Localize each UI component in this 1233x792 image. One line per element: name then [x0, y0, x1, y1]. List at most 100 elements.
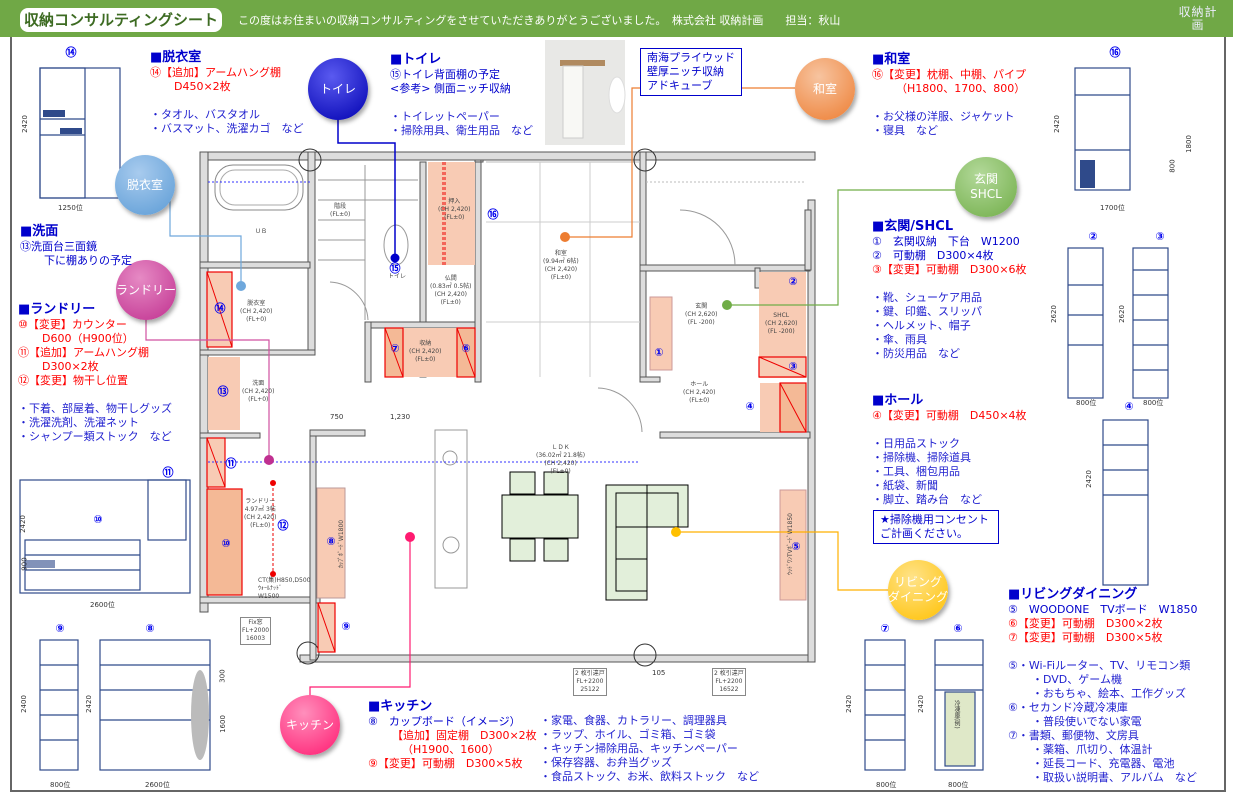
room-shuno: 収納 (CH 2,420) (FL±0): [409, 340, 442, 363]
marker-6: ⑥: [461, 342, 471, 355]
window-sliding-2: 2 枚引違戸 FL+2200 16522: [712, 668, 746, 696]
elevation-16-width: 1700位: [1100, 204, 1125, 212]
elevation-16-height2: 1800: [1184, 135, 1193, 153]
elevation-6-width: 800位: [948, 781, 969, 789]
elevation-8-height3: 1600: [218, 715, 227, 733]
wall-right: [807, 199, 816, 663]
storage-item: ⑤・Wi-Fiルーター、TV、リモコン類: [1008, 659, 1191, 672]
section-heading: ■キッチン: [368, 699, 433, 714]
section-heading: ■玄関/SHCL: [872, 219, 954, 234]
marker-2: ②: [788, 275, 798, 288]
storage-item: ・おもちゃ、絵本、工作グッズ: [1032, 687, 1186, 700]
section-line: ⑮トイレ背面棚の予定: [390, 68, 500, 81]
storage-item: ・防災用品 など: [872, 347, 960, 360]
section-line: [872, 96, 1026, 110]
elevation-2-height: 2620: [1049, 305, 1058, 323]
section-line: ④【変更】可動棚 D450×4枚: [872, 409, 1027, 422]
room-butsuma: 仏間 (0.83㎡ 0.5帖) (CH 2,420) (FL±0): [430, 275, 472, 306]
storage-item: ⑥・セカンド冷蔵冷凍庫: [1008, 701, 1128, 714]
section-line: ② 可動棚 D300×4枚: [872, 249, 994, 262]
storage-item: ・シャンプー類ストック など: [18, 430, 172, 443]
section-line: ⑯【変更】枕棚、中棚、パイプ: [872, 68, 1026, 81]
company-logo: 収納計画: [1178, 5, 1218, 32]
room-genkan: 玄関 (CH 2,620) (FL -200): [685, 303, 718, 326]
bubble-datsuijo: 脱衣室: [115, 155, 175, 215]
bubble-laundry: ランドリー: [116, 260, 176, 320]
window-fix: Fix窓 FL+2000 16003: [240, 617, 272, 645]
section-line: （H1900、1600）: [402, 743, 500, 756]
note-line: 壁厚ニッチ収納: [647, 65, 724, 78]
chair: [509, 538, 536, 562]
storage-item: ・バスマット、洗濯カゴ など: [150, 122, 304, 135]
section-heading: ■和室: [872, 52, 911, 67]
section-line: ③【変更】可動棚 D300×6枚: [872, 263, 1027, 276]
section-kitchen-items: ・家電、食器、カトラリー、調理器具・ラップ、ホイル、ゴミ箱、ゴミ袋・キッチン掃除…: [540, 714, 759, 784]
elevation-14-height: 2420: [20, 115, 29, 133]
section-line: ⑬洗面台三面鏡: [20, 240, 97, 253]
storage-oshiire: [428, 162, 475, 265]
note-line: ご計画ください。: [880, 527, 968, 540]
elevation-10-11: [19, 479, 191, 594]
wall-bottom: [299, 654, 816, 663]
storage-item: ・延長コード、充電器、電池: [1032, 757, 1175, 770]
room-toilet: トイレ: [388, 273, 407, 280]
marker-9: ⑨: [341, 620, 351, 633]
storage-item: ・キッチン掃除用品、キッチンペーパー: [540, 742, 738, 755]
storage-item: ・ラップ、ホイル、ゴミ箱、ゴミ袋: [540, 728, 716, 741]
section-heading: ■トイレ: [390, 52, 442, 67]
elevation-2-label: ②: [1088, 230, 1098, 243]
elevation-6-fridge: 冷凍庫(例): [953, 700, 960, 729]
dimension-750: 750: [330, 413, 344, 421]
marker-12: ⑫: [277, 519, 289, 532]
elevation-8-height: 2420: [84, 695, 93, 713]
datsuijo-leader: [169, 200, 242, 286]
chair: [509, 471, 536, 495]
storage-shuno: [403, 328, 457, 377]
storage-item: ・掃除機、掃除道具: [872, 451, 971, 464]
bubble-washitsu: 和室: [795, 58, 855, 120]
storage-item: ・洗濯洗剤、洗濯ネット: [18, 416, 139, 429]
tv-board-label: ｳｯﾄﾞﾜﾝTVﾎﾞｰﾄﾞW1850: [786, 513, 794, 575]
elevation-9-height: 2400: [19, 695, 28, 713]
marker-5: ⑤: [791, 540, 801, 553]
marker-11: ⑪: [225, 457, 237, 470]
marker-14: ⑭: [214, 302, 226, 315]
section-heading: ■脱衣室: [150, 50, 202, 65]
elevation-16-label: ⑯: [1109, 46, 1121, 59]
elevation-8-height2: 300: [218, 669, 227, 683]
toilet-leader: [337, 115, 396, 258]
elevation-9: [39, 639, 79, 771]
elevation-16: [1074, 67, 1131, 191]
toilet-niche-note: 南海プライウッド 壁厚ニッチ収納 アドキューブ: [640, 48, 742, 96]
marker-4: ④: [745, 400, 755, 413]
elevation-7: [864, 639, 906, 771]
storage-item: ⑦・書類、郵便物、文房具: [1008, 729, 1139, 742]
storage-10: [206, 488, 243, 596]
section-line: ⑪【追加】アームハング棚: [18, 346, 150, 359]
elevation-4: [1102, 419, 1149, 586]
marker-16: ⑯: [487, 208, 499, 221]
storage-item: ・タオル、バスタオル: [150, 108, 260, 121]
storage-item: ・家電、食器、カトラリー、調理器具: [540, 714, 727, 727]
marker-8: ⑧: [326, 535, 336, 548]
storage-item: ・取扱い説明書、アルバム など: [1032, 771, 1197, 784]
storage-item: ・薬箱、爪切り、体温計: [1032, 743, 1153, 756]
page-title: 収納コンサルティングシート: [20, 8, 222, 32]
room-oshiire: 押入 (CH 2,420) (FL±0): [438, 198, 471, 221]
section-line: ⑩【変更】カウンター: [18, 318, 127, 331]
elevation-3-height: 2620: [1117, 305, 1126, 323]
elevation-10-label: ⑩: [93, 513, 103, 526]
elevation-14-width: 1250位: [58, 204, 83, 212]
elevation-6: [934, 639, 984, 771]
storage-13: [208, 357, 240, 430]
section-line: 下に棚ありの予定: [44, 254, 132, 267]
section-line: D300×2枚: [42, 360, 99, 373]
storage-item: ・下着、部屋着、物干しグッズ: [18, 402, 172, 415]
elevation-2: [1067, 247, 1104, 399]
vacuum-outlet-note: ★掃除機用コンセント ご計画ください。: [873, 510, 999, 544]
section-line: ⑥【変更】可動棚 D300×2枚: [1008, 617, 1163, 630]
